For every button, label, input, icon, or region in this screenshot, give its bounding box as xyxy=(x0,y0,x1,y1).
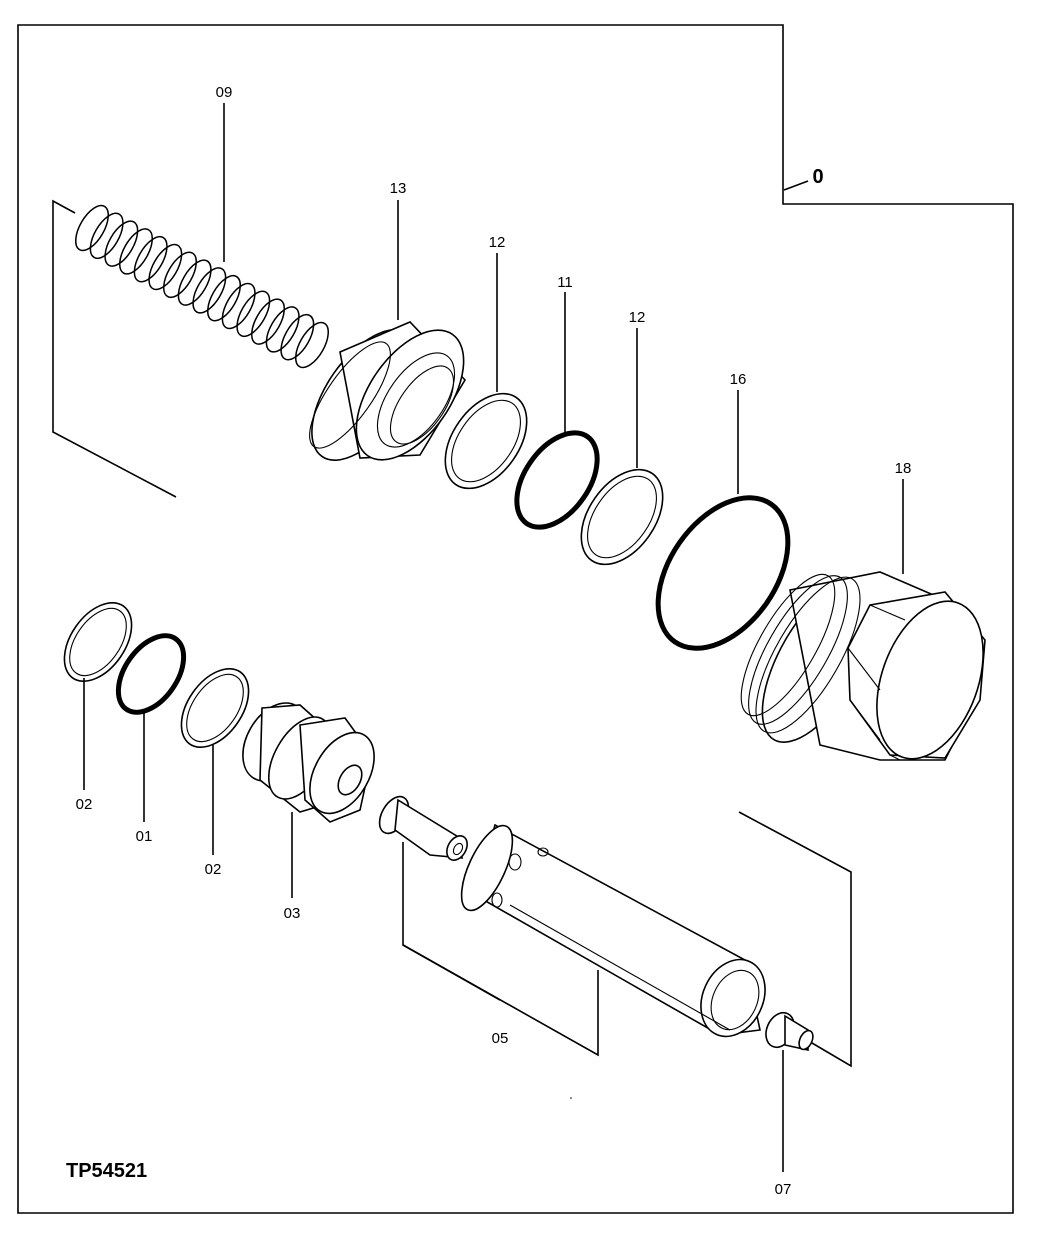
label-07: 07 xyxy=(775,1181,792,1198)
leader-0 xyxy=(783,180,809,191)
spring-coil xyxy=(118,228,154,275)
spring-coil xyxy=(265,306,300,353)
sleeve-assembly-bracket xyxy=(402,842,599,1057)
sleeve-bracket-link xyxy=(402,944,501,1001)
spring-coil xyxy=(104,220,139,267)
label-18: 18 xyxy=(895,460,912,477)
label-01: 01 xyxy=(136,828,153,845)
piston-icon xyxy=(242,702,375,823)
spring-coil xyxy=(192,267,227,314)
oring-lower-icon xyxy=(115,633,187,715)
backup-ring-upper-right-icon xyxy=(580,468,664,566)
spring-coil xyxy=(221,282,256,330)
spring-coil xyxy=(250,298,286,345)
figure-id: TP54521 xyxy=(66,1160,147,1182)
spring-coil xyxy=(133,235,168,283)
label-03: 03 xyxy=(284,905,301,922)
oring-large-icon xyxy=(655,495,791,651)
spring-bracket xyxy=(52,199,177,498)
spring-seat-icon xyxy=(309,321,466,461)
label-16: 16 xyxy=(730,371,747,388)
stray-mark xyxy=(570,1097,572,1099)
label-02-left: 02 xyxy=(76,796,93,813)
label-02-right: 02 xyxy=(205,861,222,878)
assembly-callout-label: 0 xyxy=(812,166,823,188)
backup-ring-upper-left-icon xyxy=(444,392,528,490)
spring-coil xyxy=(177,259,212,306)
spring-coil xyxy=(162,251,198,299)
pin-icon xyxy=(378,795,468,861)
hex-plug-icon xyxy=(740,571,986,761)
label-13: 13 xyxy=(390,180,407,197)
spring-coil xyxy=(206,274,242,322)
label-12-left: 12 xyxy=(489,234,506,251)
spring-coil xyxy=(294,321,330,369)
pin-07-icon xyxy=(765,1011,814,1051)
spring-coil xyxy=(280,313,315,361)
label-11: 11 xyxy=(557,274,573,291)
spring-coil xyxy=(148,243,183,291)
sleeve-icon xyxy=(460,823,766,1038)
spring-coil xyxy=(74,204,110,252)
backup-ring-lower-right-icon xyxy=(180,667,250,749)
label-09: 09 xyxy=(216,84,233,101)
label-05: 05 xyxy=(492,1030,509,1047)
pin-bracket xyxy=(738,811,852,1068)
label-12-right: 12 xyxy=(629,309,646,326)
oring-upper-icon xyxy=(514,430,600,530)
diagram-border xyxy=(17,24,1014,1214)
spring-icon xyxy=(74,204,330,369)
spring-coil xyxy=(236,290,271,338)
spring-coil xyxy=(89,212,124,260)
backup-ring-lower-left-icon xyxy=(63,601,133,683)
